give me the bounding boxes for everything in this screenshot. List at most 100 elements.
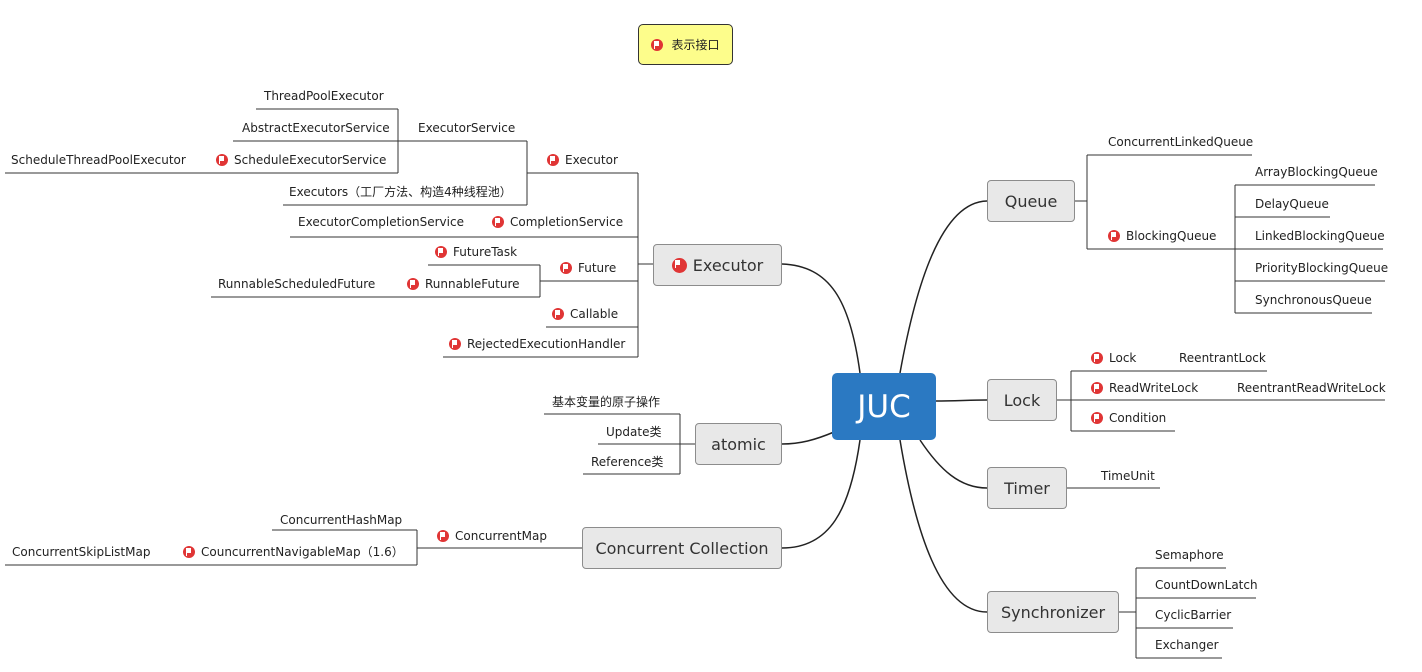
node-callable[interactable]: Callable bbox=[552, 307, 618, 321]
node-semaphore[interactable]: Semaphore bbox=[1155, 548, 1224, 562]
node-atomic-basic[interactable]: 基本变量的原子操作 bbox=[552, 395, 660, 409]
topic-label: Concurrent Collection bbox=[595, 538, 769, 558]
node-rejected-execution-handler[interactable]: RejectedExecutionHandler bbox=[449, 337, 625, 351]
topic-synchronizer[interactable]: Synchronizer bbox=[987, 591, 1119, 633]
node-atomic-reference[interactable]: Reference类 bbox=[591, 455, 663, 469]
node-label: LinkedBlockingQueue bbox=[1255, 229, 1385, 243]
node-label: ReentrantLock bbox=[1179, 351, 1266, 365]
node-concurrent-map[interactable]: ConcurrentMap bbox=[437, 529, 547, 543]
flag-icon bbox=[449, 338, 461, 350]
edge-root-lock bbox=[935, 399, 988, 402]
node-time-unit[interactable]: TimeUnit bbox=[1101, 469, 1155, 483]
node-concurrent-linked-queue[interactable]: ConcurrentLinkedQueue bbox=[1108, 135, 1253, 149]
node-label: ExecutorCompletionService bbox=[298, 215, 464, 229]
topic-queue[interactable]: Queue bbox=[987, 180, 1075, 222]
node-lock[interactable]: Lock bbox=[1091, 351, 1136, 365]
node-abstract-executor-service[interactable]: AbstractExecutorService bbox=[242, 121, 390, 135]
edge-root-queue bbox=[899, 200, 988, 374]
node-read-write-lock[interactable]: ReadWriteLock bbox=[1091, 381, 1198, 395]
topic-label: Executor bbox=[692, 255, 764, 275]
node-label: Update类 bbox=[606, 425, 662, 439]
node-label: ConcurrentLinkedQueue bbox=[1108, 135, 1254, 149]
flag-icon bbox=[1108, 230, 1120, 242]
node-synchronous-queue[interactable]: SynchronousQueue bbox=[1255, 293, 1372, 307]
node-label: RunnableScheduledFuture bbox=[218, 277, 376, 291]
flag-icon bbox=[435, 246, 447, 258]
node-atomic-update[interactable]: Update类 bbox=[606, 425, 661, 439]
node-priority-blocking-queue[interactable]: PriorityBlockingQueue bbox=[1255, 261, 1388, 275]
node-concurrent-navigable-map[interactable]: CouncurrentNavigableMap（1.6） bbox=[183, 545, 404, 559]
node-label: DelayQueue bbox=[1255, 197, 1329, 211]
node-label: CouncurrentNavigableMap（1.6） bbox=[201, 545, 404, 559]
node-label: BlockingQueue bbox=[1126, 229, 1217, 243]
topic-label: atomic bbox=[711, 434, 766, 454]
node-delay-queue[interactable]: DelayQueue bbox=[1255, 197, 1329, 211]
topic-label: Synchronizer bbox=[1000, 602, 1106, 622]
node-label: Executors（工厂方法、构造4种线程池） bbox=[289, 185, 512, 199]
topic-label: Queue bbox=[1004, 191, 1058, 211]
flag-icon bbox=[671, 257, 687, 273]
node-label: Executor bbox=[565, 153, 618, 167]
node-executor-completion-service[interactable]: ExecutorCompletionService bbox=[298, 215, 464, 229]
node-condition[interactable]: Condition bbox=[1091, 411, 1166, 425]
node-label: RunnableFuture bbox=[425, 277, 520, 291]
root-node-juc[interactable]: JUC bbox=[832, 373, 936, 440]
node-completion-service[interactable]: CompletionService bbox=[492, 215, 623, 229]
node-label: Reference类 bbox=[591, 455, 664, 469]
node-concurrent-skip-list-map[interactable]: ConcurrentSkipListMap bbox=[12, 545, 150, 559]
node-executor[interactable]: Executor bbox=[547, 153, 618, 167]
node-label: Exchanger bbox=[1155, 638, 1219, 652]
node-label: AbstractExecutorService bbox=[242, 121, 390, 135]
node-label: ReadWriteLock bbox=[1109, 381, 1199, 395]
node-runnable-future[interactable]: RunnableFuture bbox=[407, 277, 520, 291]
node-label: ThreadPoolExecutor bbox=[264, 89, 384, 103]
node-future-task[interactable]: FutureTask bbox=[435, 245, 517, 259]
node-schedule-executor-service[interactable]: ScheduleExecutorService bbox=[216, 153, 386, 167]
node-exchanger[interactable]: Exchanger bbox=[1155, 638, 1219, 652]
node-label: CompletionService bbox=[510, 215, 624, 229]
node-schedule-thread-pool-executor[interactable]: ScheduleThreadPoolExecutor bbox=[11, 153, 186, 167]
edge-root-collection bbox=[781, 439, 861, 549]
legend-label: 表示接口 bbox=[671, 38, 720, 52]
node-label: SynchronousQueue bbox=[1255, 293, 1372, 307]
edge-root-executor bbox=[781, 263, 861, 374]
node-label: ConcurrentSkipListMap bbox=[12, 545, 151, 559]
node-thread-pool-executor[interactable]: ThreadPoolExecutor bbox=[264, 89, 384, 103]
flag-icon bbox=[1091, 352, 1103, 364]
flag-icon bbox=[183, 546, 195, 558]
node-label: Condition bbox=[1109, 411, 1167, 425]
flag-icon bbox=[1091, 382, 1103, 394]
node-future[interactable]: Future bbox=[560, 261, 616, 275]
node-label: PriorityBlockingQueue bbox=[1255, 261, 1389, 275]
node-array-blocking-queue[interactable]: ArrayBlockingQueue bbox=[1255, 165, 1378, 179]
topic-atomic[interactable]: atomic bbox=[695, 423, 782, 465]
node-label: ArrayBlockingQueue bbox=[1255, 165, 1378, 179]
flag-icon bbox=[492, 216, 504, 228]
node-concurrent-hash-map[interactable]: ConcurrentHashMap bbox=[280, 513, 402, 527]
node-label: 基本变量的原子操作 bbox=[552, 395, 661, 409]
node-label: TimeUnit bbox=[1101, 469, 1155, 483]
node-reentrant-read-write-lock[interactable]: ReentrantReadWriteLock bbox=[1237, 381, 1386, 395]
topic-concurrent-collection[interactable]: Concurrent Collection bbox=[582, 527, 782, 569]
topic-executor[interactable]: Executor bbox=[653, 244, 782, 286]
node-linked-blocking-queue[interactable]: LinkedBlockingQueue bbox=[1255, 229, 1385, 243]
node-executors[interactable]: Executors（工厂方法、构造4种线程池） bbox=[289, 185, 512, 199]
node-executor-service[interactable]: ExecutorService bbox=[418, 121, 515, 135]
node-cyclic-barrier[interactable]: CyclicBarrier bbox=[1155, 608, 1231, 622]
topic-timer[interactable]: Timer bbox=[987, 467, 1067, 509]
topic-label: Timer bbox=[1004, 478, 1050, 498]
root-label: JUC bbox=[857, 388, 911, 425]
node-blocking-queue[interactable]: BlockingQueue bbox=[1108, 229, 1216, 243]
flag-icon bbox=[547, 154, 559, 166]
node-reentrant-lock[interactable]: ReentrantLock bbox=[1179, 351, 1266, 365]
node-runnable-scheduled-future[interactable]: RunnableScheduledFuture bbox=[218, 277, 375, 291]
topic-lock[interactable]: Lock bbox=[987, 379, 1057, 421]
flag-icon bbox=[560, 262, 572, 274]
edge-root-synchronizer bbox=[899, 439, 988, 613]
node-count-down-latch[interactable]: CountDownLatch bbox=[1155, 578, 1258, 592]
edge-root-atomic bbox=[781, 431, 835, 445]
flag-icon bbox=[552, 308, 564, 320]
node-label: RejectedExecutionHandler bbox=[467, 337, 626, 351]
node-label: ExecutorService bbox=[418, 121, 516, 135]
